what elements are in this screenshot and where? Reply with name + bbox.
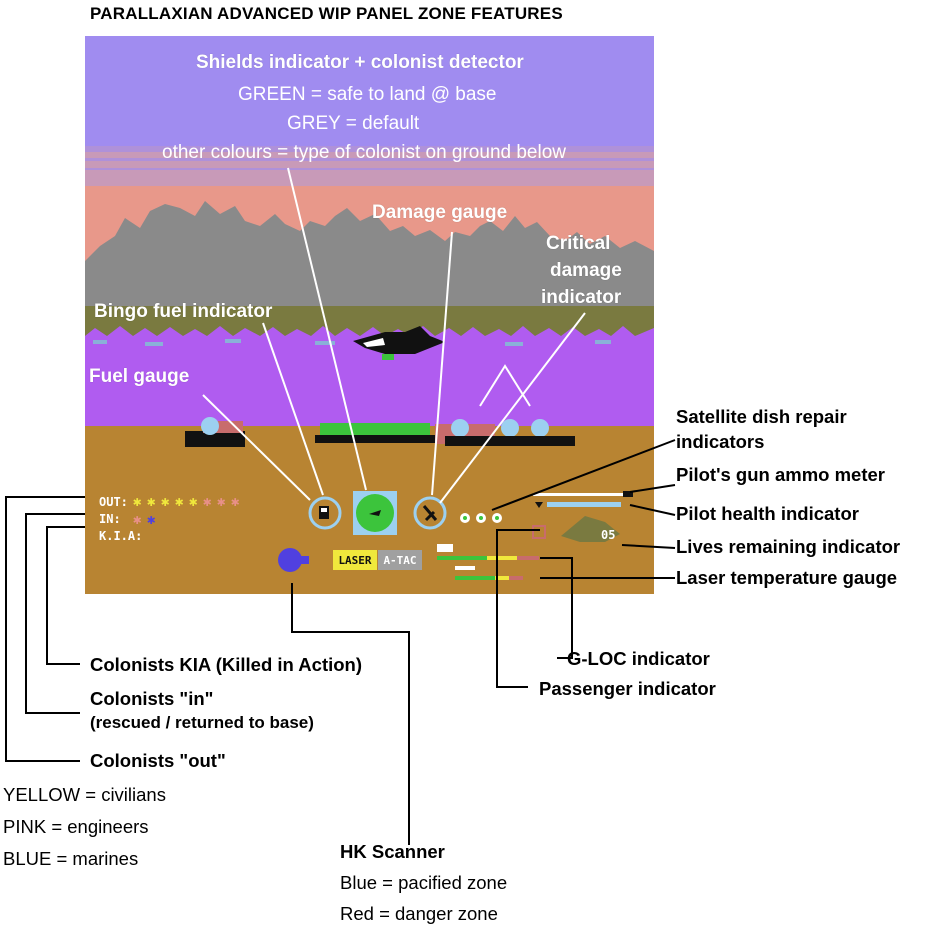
shields-other-text: other colours = type of colonist on grou…: [162, 142, 567, 163]
fuel-gauge-icon: [308, 496, 342, 530]
fuel-gauge-label: Fuel gauge: [89, 366, 190, 387]
laser-button-label: LASER: [338, 554, 371, 567]
shields-indicator: [353, 491, 397, 535]
legend-blue: BLUE = marines: [3, 848, 139, 869]
hk-scanner-icon: [278, 548, 309, 572]
game-screenshot: OUT: IN: K.I.A: ✱ ✱ ✱ ✱ ✱ ✱ ✱ ✱ ✱ ✱: [85, 36, 654, 594]
damage-gauge-label: Damage gauge: [372, 202, 508, 223]
colonists-kia-label: Colonists KIA (Killed in Action): [90, 654, 363, 675]
passenger-icon: [532, 525, 546, 539]
svg-text:✱: ✱: [147, 512, 156, 528]
bingo-fuel-label: Bingo fuel indicator: [94, 301, 273, 322]
satellite-dish-label-2: indicators: [676, 431, 765, 452]
satellite-dish-indicators: [460, 513, 502, 523]
damage-gauge-icon: [413, 496, 447, 530]
shields-title-label: Shields indicator + colonist detector: [196, 52, 524, 73]
critical-damage-label-1: Critical: [546, 233, 611, 254]
colonists-out-label: Colonists "out": [90, 750, 226, 771]
svg-text:✱: ✱: [231, 494, 240, 510]
out-label: OUT:: [99, 495, 128, 509]
hk-scanner-blue: Blue = pacified zone: [340, 872, 508, 893]
laser-temperature-label: Laser temperature gauge: [676, 567, 898, 588]
lives-remaining-label: Lives remaining indicator: [676, 536, 901, 557]
passenger-label: Passenger indicator: [539, 678, 716, 699]
gun-ammo-label: Pilot's gun ammo meter: [676, 464, 885, 485]
colonist-counters: OUT: IN: K.I.A: ✱ ✱ ✱ ✱ ✱ ✱ ✱ ✱ ✱ ✱: [99, 494, 240, 543]
colonists-in-label-2: (rescued / returned to base): [90, 713, 314, 732]
pilot-health-label: Pilot health indicator: [676, 503, 859, 524]
lives-count: 05: [601, 528, 615, 542]
gloc-gauge: [437, 544, 539, 560]
svg-text:✱: ✱: [203, 494, 212, 510]
game-scene: OUT: IN: K.I.A: ✱ ✱ ✱ ✱ ✱ ✱ ✱ ✱ ✱ ✱: [85, 36, 654, 594]
svg-text:✱: ✱: [217, 494, 226, 510]
svg-text:✱: ✱: [175, 494, 184, 510]
legend-yellow: YELLOW = civilians: [3, 784, 166, 805]
colonists-in-icons: ✱ ✱: [133, 512, 156, 528]
ground-structures: [185, 364, 575, 447]
svg-text:✱: ✱: [133, 512, 142, 528]
critical-damage-label-2: damage: [550, 260, 622, 281]
shields-grey-text: GREY = default: [287, 113, 420, 134]
critical-damage-label-3: indicator: [541, 287, 622, 308]
pilot-health-bar: [535, 502, 621, 508]
svg-text:✱: ✱: [189, 494, 198, 510]
player-ship: [353, 326, 445, 360]
colonists-in-label-1: Colonists "in": [90, 688, 214, 709]
gun-ammo-meter: [533, 491, 633, 497]
svg-text:✱: ✱: [147, 494, 156, 510]
shields-green-text: GREEN = safe to land @ base: [238, 84, 497, 105]
legend-pink: PINK = engineers: [3, 816, 149, 837]
lives-ship-icon: [561, 516, 620, 542]
laser-temperature-gauge: [455, 566, 523, 580]
hk-scanner-red: Red = danger zone: [340, 903, 498, 924]
weapon-selector: LASER A-TAC: [333, 550, 422, 570]
kia-label: K.I.A:: [99, 529, 142, 543]
in-label: IN:: [99, 512, 121, 526]
atac-button-label: A-TAC: [383, 554, 416, 567]
gloc-label: G-LOC indicator: [567, 648, 710, 669]
svg-text:✱: ✱: [133, 494, 142, 510]
satellite-dish-label-1: Satellite dish repair: [676, 406, 847, 427]
hk-scanner-title: HK Scanner: [340, 841, 445, 862]
colonists-out-icons: ✱ ✱ ✱ ✱ ✱ ✱ ✱ ✱: [133, 494, 240, 510]
svg-text:✱: ✱: [161, 494, 170, 510]
page-title: PARALLAXIAN ADVANCED WIP PANEL ZONE FEAT…: [90, 4, 563, 23]
